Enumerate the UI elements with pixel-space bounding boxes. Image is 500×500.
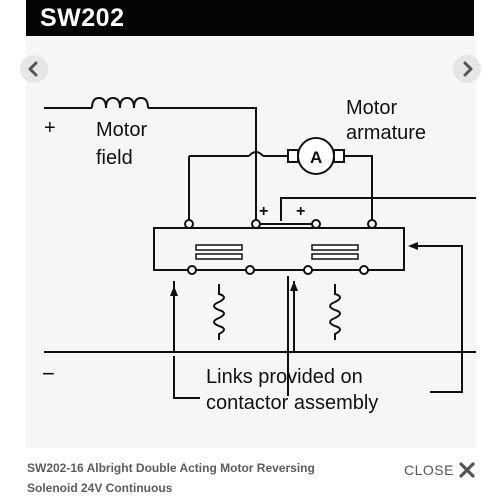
links-bracket	[173, 356, 200, 399]
field-to-junction-wire	[148, 107, 257, 156]
terminal-6	[245, 265, 255, 275]
terminal-2	[251, 219, 261, 229]
next-image-button[interactable]	[453, 55, 481, 83]
caption-line-2: Solenoid 24V Continuous	[27, 481, 173, 495]
terminal-7	[303, 265, 313, 275]
product-title: SW202	[40, 4, 125, 32]
wiring-diagram-svg: + − Motor field Motor armature A + + Lin…	[42, 96, 476, 414]
ammeter-right-wire	[344, 155, 373, 221]
terminal-4	[367, 219, 377, 229]
terminal-plus-label-2: +	[296, 203, 305, 220]
solenoid-coil-right-icon	[329, 284, 341, 340]
terminal-1	[184, 219, 194, 229]
caption-line-1: SW202-16 Albright Double Acting Motor Re…	[27, 461, 315, 475]
links-label-2: contactor assembly	[206, 392, 378, 414]
contactor-box	[153, 227, 405, 271]
chevron-left-icon	[28, 61, 38, 77]
links-label-1: Links provided on	[206, 366, 363, 388]
terminal-3	[311, 219, 321, 229]
contact-plate-right-top	[311, 244, 359, 251]
contact-plate-left-top	[195, 244, 243, 251]
close-label: CLOSE	[404, 462, 454, 478]
arrow-2	[290, 281, 298, 291]
motor-field-label-2: field	[96, 147, 133, 169]
right-feed-wire	[280, 197, 476, 221]
close-button[interactable]: CLOSE	[404, 459, 476, 481]
header-bar: SW202	[26, 0, 474, 36]
field-coil-icon	[91, 96, 149, 109]
motor-armature-label-2: armature	[346, 122, 426, 144]
contact-plate-left-bottom	[195, 253, 243, 260]
arrow-1	[170, 286, 178, 296]
image-caption: SW202-16 Albright Double Acting Motor Re…	[27, 458, 377, 498]
ammeter-brush-right	[333, 149, 345, 163]
motor-field-label-1: Motor	[96, 119, 147, 141]
plus-sign-label: +	[44, 117, 56, 139]
contact-plate-right-bottom	[311, 253, 359, 260]
right-return-wire	[418, 245, 463, 393]
ammeter-brush-left	[287, 149, 299, 163]
chevron-right-icon	[463, 61, 473, 77]
terminal-5	[187, 265, 197, 275]
previous-image-button[interactable]	[20, 55, 48, 83]
terminal-8	[359, 265, 369, 275]
motor-armature-label-1: Motor	[346, 97, 397, 119]
crossover-hop	[248, 151, 264, 157]
wiring-diagram: + − Motor field Motor armature A + + Lin…	[26, 36, 476, 448]
ammeter-label: A	[310, 148, 322, 167]
arrow-3	[408, 242, 418, 250]
solenoid-coil-left-icon	[213, 284, 225, 340]
terminal-plus-label-1: +	[259, 203, 268, 220]
minus-sign-label: −	[42, 361, 55, 386]
close-x-icon	[458, 461, 476, 479]
